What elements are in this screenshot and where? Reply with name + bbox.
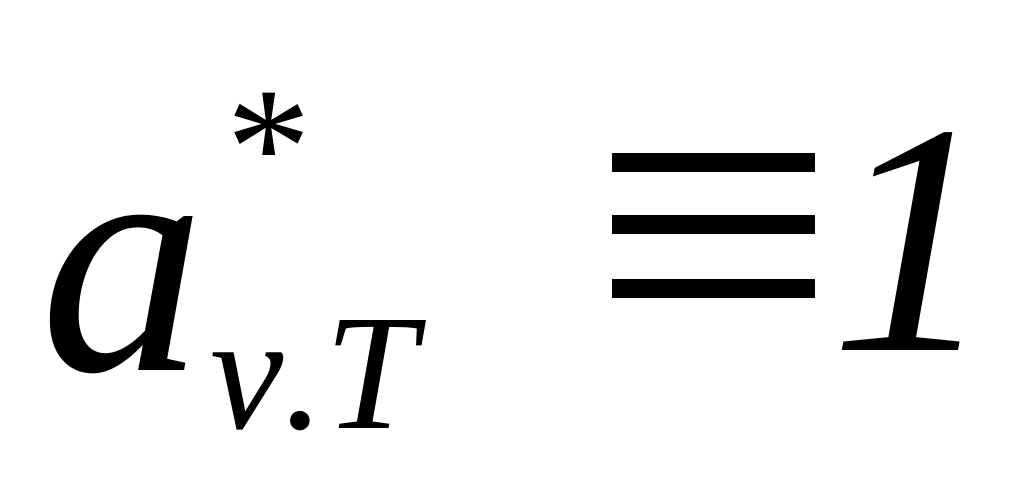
identity-sign-icon	[612, 153, 815, 298]
formula-subscript: ν.T	[210, 281, 417, 464]
formula-base-variable: a	[40, 77, 205, 442]
formula-superscript: *	[226, 53, 311, 241]
identity-sign	[600, 133, 830, 313]
formula-rhs-value: 1	[830, 57, 995, 422]
